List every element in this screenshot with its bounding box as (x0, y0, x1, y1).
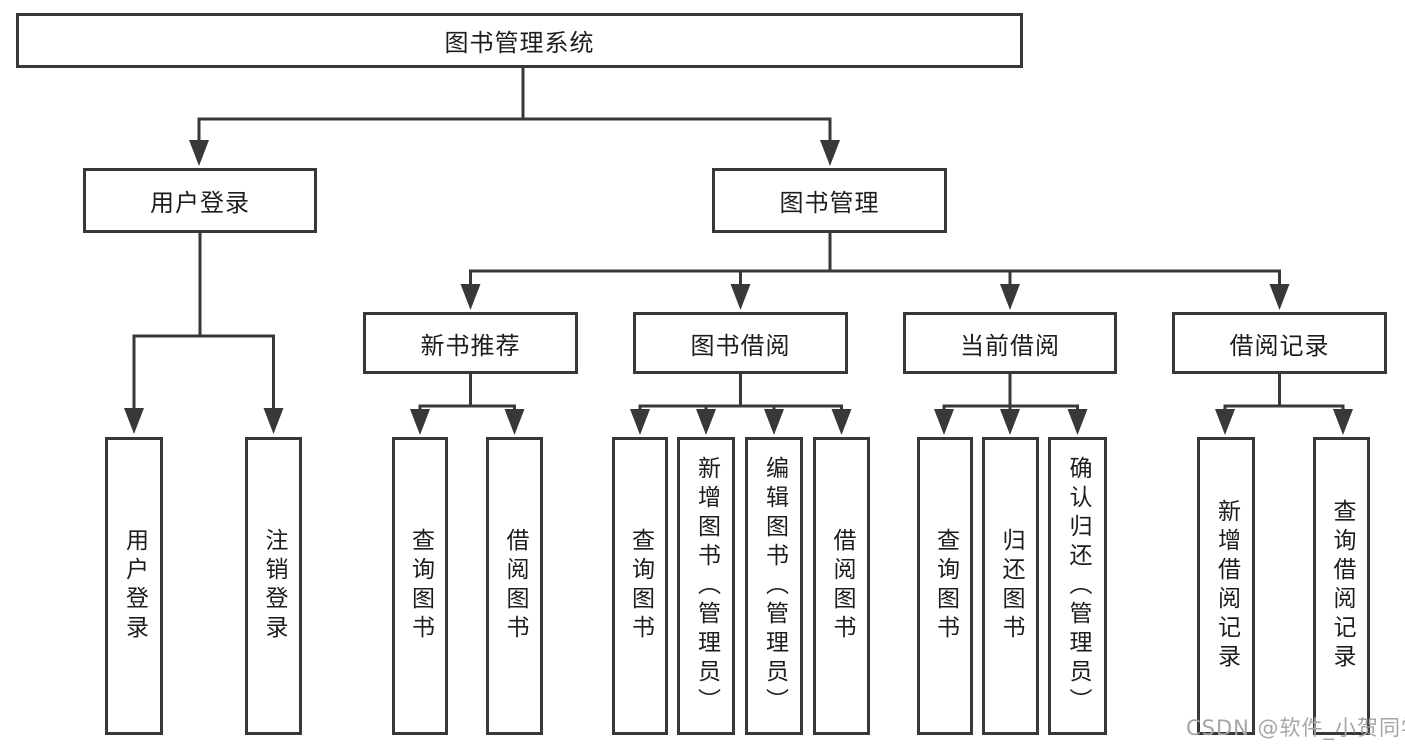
leaf-query-books-current-label: 查询图书 (932, 528, 959, 644)
leaf-confirm-return-admin: 确认归还（管理员） (1048, 437, 1107, 735)
leaf-edit-books-admin-label: 编辑图书（管理员） (761, 455, 788, 717)
leaf-borrow-books-recommend-label: 借阅图书 (502, 528, 528, 644)
leaf-borrow-books-label: 借阅图书 (829, 528, 855, 644)
csdn-watermark: CSDN @软件_小贺同学 (1186, 716, 1405, 740)
node-user-login-label: 用户登录 (150, 189, 250, 217)
leaf-borrow-books-recommend: 借阅图书 (486, 437, 543, 735)
leaf-borrow-books: 借阅图书 (813, 437, 870, 735)
leaf-edit-books-admin: 编辑图书（管理员） (745, 437, 803, 735)
node-root-label: 图书管理系统 (444, 29, 595, 57)
node-borrow-records: 借阅记录 (1172, 312, 1387, 374)
node-current-borrowing: 当前借阅 (903, 312, 1117, 374)
leaf-query-books-recommend-label: 查询图书 (407, 528, 434, 644)
leaf-logout-login: 注销登录 (245, 437, 302, 735)
leaf-query-books-current: 查询图书 (917, 437, 973, 735)
leaf-query-borrow-record: 查询借阅记录 (1313, 437, 1370, 735)
node-book-borrowing-label: 图书借阅 (690, 331, 791, 360)
leaf-confirm-return-admin-label: 确认归还（管理员） (1065, 455, 1091, 717)
leaf-query-books-borrow-label: 查询图书 (627, 528, 654, 644)
leaf-return-books-label: 归还图书 (998, 528, 1024, 644)
node-book-management: 图书管理 (712, 168, 947, 233)
node-root-system: 图书管理系统 (16, 13, 1023, 68)
node-borrow-records-label: 借阅记录 (1229, 331, 1330, 360)
leaf-query-borrow-record-label: 查询借阅记录 (1329, 499, 1355, 673)
leaf-add-borrow-record-label: 新增借阅记录 (1213, 499, 1240, 673)
leaf-return-books: 归还图书 (982, 437, 1039, 735)
node-book-management-label: 图书管理 (779, 189, 880, 217)
node-book-borrowing: 图书借阅 (633, 312, 848, 374)
leaf-query-books-recommend: 查询图书 (392, 437, 448, 735)
leaf-add-borrow-record: 新增借阅记录 (1197, 437, 1255, 735)
leaf-logout-login-label: 注销登录 (261, 528, 287, 644)
leaf-user-login: 用户登录 (105, 437, 163, 735)
leaf-query-books-borrow: 查询图书 (612, 437, 668, 735)
leaf-add-books-admin-label: 新增图书（管理员） (693, 455, 720, 717)
node-new-book-recommend: 新书推荐 (363, 312, 578, 374)
leaf-add-books-admin: 新增图书（管理员） (677, 437, 735, 735)
leaf-user-login-label: 用户登录 (121, 528, 148, 644)
node-current-borrowing-label: 当前借阅 (960, 331, 1060, 360)
node-new-book-recommend-label: 新书推荐 (420, 331, 521, 360)
node-user-login: 用户登录 (83, 168, 317, 233)
